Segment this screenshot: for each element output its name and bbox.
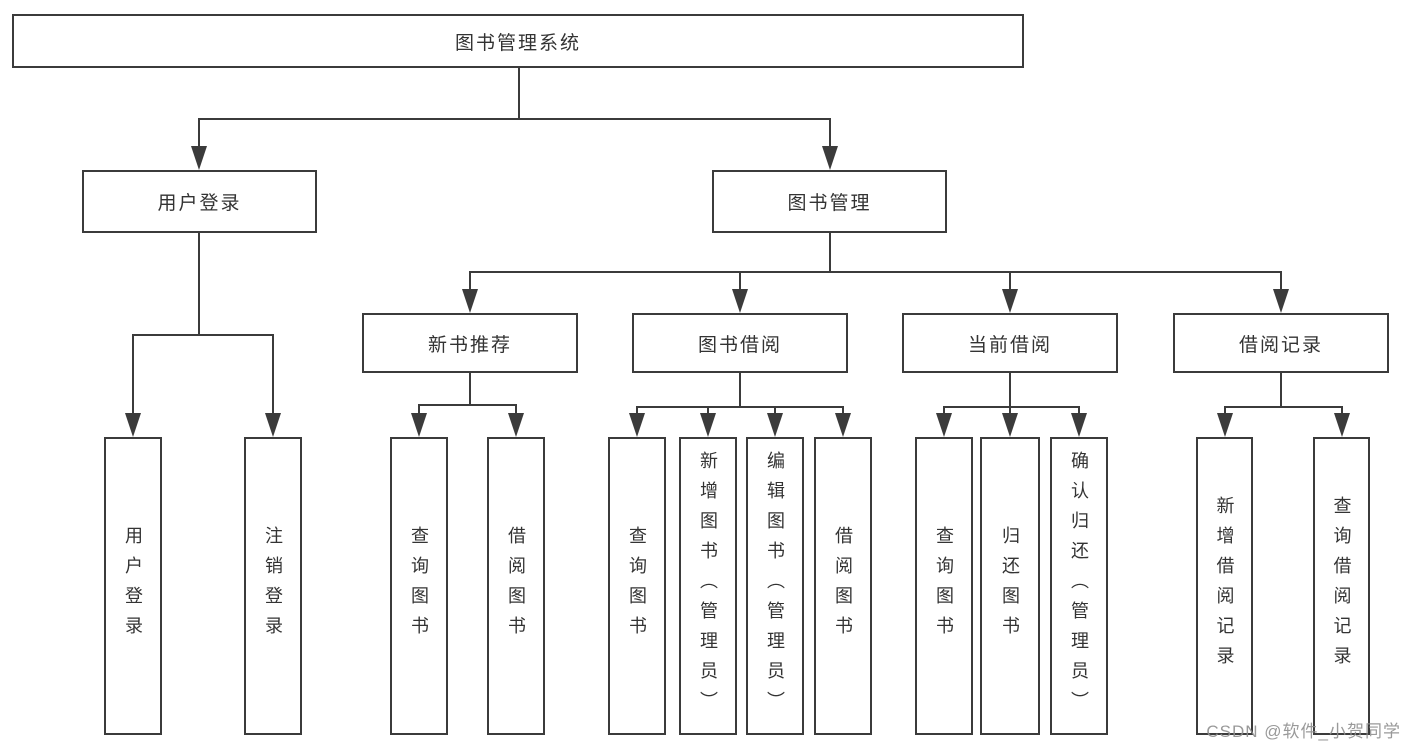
node-borrow-record-label: 借阅记录: [1238, 334, 1323, 356]
leaf-user-login-label: 用户登录: [123, 526, 143, 646]
node-current-borrow-label: 当前借阅: [967, 334, 1052, 356]
arrowheads: [125, 146, 1350, 437]
node-book-borrow: 图书借阅: [632, 313, 848, 373]
leaf-logout-label: 注销登录: [263, 526, 283, 646]
leaf-logout: 注销登录: [244, 437, 302, 735]
node-root-label: 图书管理系统: [454, 32, 581, 54]
node-root: 图书管理系统: [12, 14, 1024, 68]
leaf-search-borrow-record: 查询借阅记录: [1313, 437, 1370, 735]
leaf-search-book-current-label: 查询图书: [934, 526, 954, 646]
leaf-search-book-current: 查询图书: [915, 437, 973, 735]
leaf-edit-book-admin: 编辑图书（管理员）: [746, 437, 804, 735]
leaf-search-book-recommend: 查询图书: [390, 437, 448, 735]
leaf-borrow-book-label: 借阅图书: [833, 526, 853, 646]
leaf-return-book: 归还图书: [980, 437, 1040, 735]
node-book-borrow-label: 图书借阅: [697, 334, 782, 356]
node-book-management: 图书管理: [712, 170, 947, 233]
leaf-add-borrow-record: 新增借阅记录: [1196, 437, 1253, 735]
leaf-search-book-borrow-label: 查询图书: [627, 526, 647, 646]
leaf-borrow-book-recommend: 借阅图书: [487, 437, 545, 735]
csdn-watermark: CSDN @软件_小贺同学: [1206, 722, 1401, 741]
node-book-management-label: 图书管理: [787, 193, 872, 214]
leaf-search-book-recommend-label: 查询图书: [409, 526, 429, 646]
node-new-book-recommend-label: 新书推荐: [427, 334, 512, 356]
leaf-confirm-return-admin: 确认归还（管理员）: [1050, 437, 1108, 735]
leaf-borrow-book-recommend-label: 借阅图书: [506, 526, 526, 646]
node-user-login: 用户登录: [82, 170, 317, 233]
leaf-return-book-label: 归还图书: [1000, 526, 1020, 646]
node-borrow-record: 借阅记录: [1173, 313, 1389, 373]
leaf-user-login: 用户登录: [104, 437, 162, 735]
node-current-borrow: 当前借阅: [902, 313, 1118, 373]
leaf-confirm-return-admin-label: 确认归还（管理员）: [1069, 451, 1089, 721]
node-new-book-recommend: 新书推荐: [362, 313, 578, 373]
leaf-add-book-admin-label: 新增图书（管理员）: [698, 451, 718, 721]
leaf-add-borrow-record-label: 新增借阅记录: [1214, 496, 1235, 676]
leaf-edit-book-admin-label: 编辑图书（管理员）: [765, 451, 785, 721]
node-user-login-label: 用户登录: [157, 193, 242, 214]
leaf-search-book-borrow: 查询图书: [608, 437, 666, 735]
leaf-borrow-book: 借阅图书: [814, 437, 872, 735]
leaf-add-book-admin: 新增图书（管理员）: [679, 437, 737, 735]
leaf-search-borrow-record-label: 查询借阅记录: [1331, 496, 1352, 676]
